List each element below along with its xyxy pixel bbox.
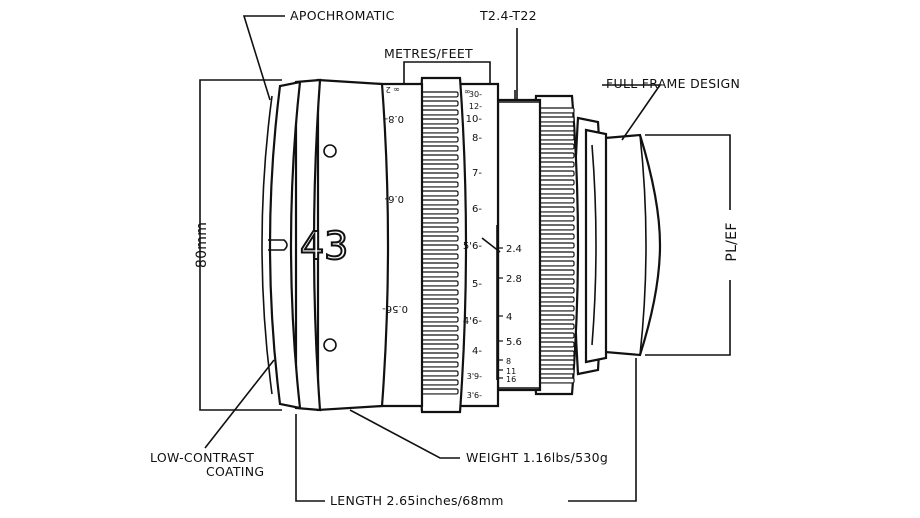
metres-mark-08: 0.8- xyxy=(384,113,404,124)
rear-gear-ring xyxy=(530,94,580,396)
weight-label: WEIGHT 1.16lbs/530g xyxy=(466,450,608,465)
feet-mark: 12- xyxy=(469,102,482,111)
mount-section xyxy=(572,116,662,376)
metres-top-mark: ∞ 2 xyxy=(386,85,400,94)
feet-mark: 6- xyxy=(472,204,482,215)
feet-top-mark: ∞ xyxy=(464,87,471,96)
feet-scale: ∞ 30- 12- 10- 8- 7- 6- 5'6- 5- 4'6- 4- 3'9- 3'6- xyxy=(463,87,501,400)
metres-mark-056: 0.56- xyxy=(382,303,408,314)
feet-mark: 3'6- xyxy=(467,391,482,400)
callout-lines xyxy=(199,15,731,502)
barrel-screw-bottom xyxy=(323,338,337,352)
feet-mark: 5'6- xyxy=(463,241,482,252)
coating-label-line2: COATING xyxy=(206,464,264,479)
focus-gear-ring xyxy=(415,76,468,414)
metres-scale: ∞ 2 0.8- 0.6- 0.56- xyxy=(382,85,408,314)
apochromatic-label: APOCHROMATIC xyxy=(290,8,395,23)
feet-mark: 8- xyxy=(472,133,482,144)
aperture-mark: 8 xyxy=(506,357,511,366)
length-label: LENGTH 2.65inches/68mm xyxy=(330,493,504,508)
metres-feet-label: METRES/FEET xyxy=(384,46,473,61)
t-range-label: T2.4-T22 xyxy=(479,8,537,23)
mount-label: PL/EF xyxy=(724,222,740,261)
feet-mark: 4'6- xyxy=(463,316,482,327)
aperture-mark: 16 xyxy=(506,375,516,384)
feet-mark: 10- xyxy=(466,114,483,125)
metres-mark-06: 0.6- xyxy=(384,193,404,204)
full-frame-label: FULL FRAME DESIGN xyxy=(606,76,740,91)
feet-mark: 7- xyxy=(472,168,482,179)
feet-mark: 5- xyxy=(472,279,482,290)
feet-mark: 3'9- xyxy=(467,372,482,381)
front-barrel xyxy=(261,78,390,412)
feet-mark: 4- xyxy=(472,346,482,357)
feet-mark: 30- xyxy=(469,90,482,99)
aperture-mark: 2.8 xyxy=(506,274,522,285)
diameter-label: 80mm xyxy=(194,222,210,268)
barrel-screw-top xyxy=(323,144,337,158)
coating-label-line1: LOW-CONTRAST xyxy=(150,450,254,465)
aperture-mark: 4 xyxy=(506,312,512,323)
aperture-mark: 5.6 xyxy=(506,337,522,348)
aperture-mark: 2.4 xyxy=(506,244,522,255)
aperture-mark: 11 xyxy=(506,367,516,376)
focal-length-text: 43 xyxy=(300,224,348,268)
